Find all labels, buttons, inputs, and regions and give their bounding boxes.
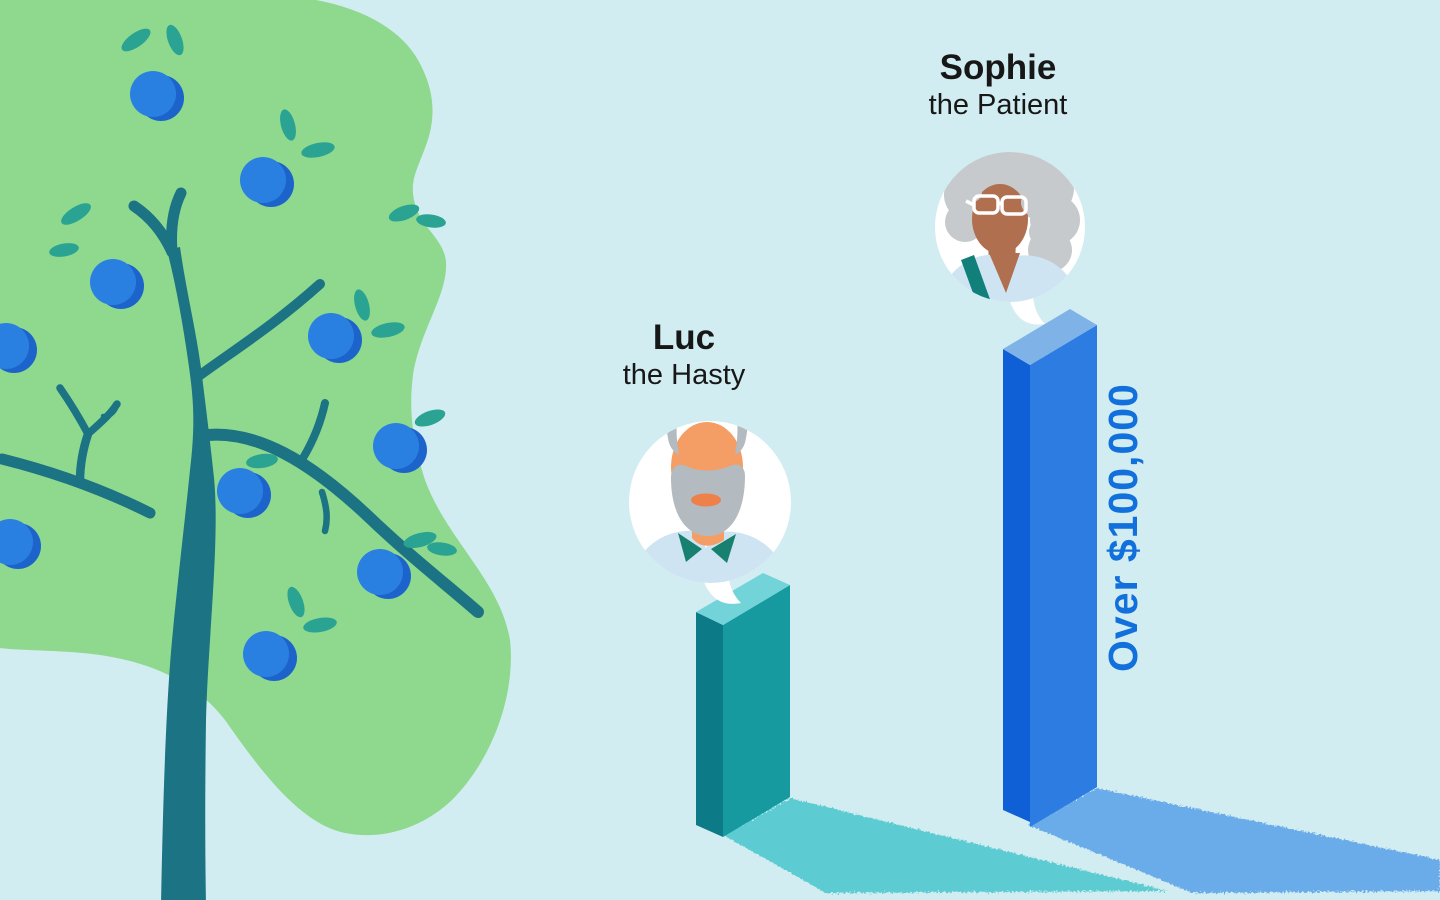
tree-trunk <box>161 247 216 900</box>
sophie-bar-value-label: Over $100,000 <box>1100 383 1146 673</box>
bar-luc-top <box>696 573 790 625</box>
fruit <box>240 157 286 203</box>
sophie-glasses <box>965 194 1028 216</box>
sophie-chest <box>989 253 1020 293</box>
leaf <box>427 542 457 556</box>
leaf <box>166 24 184 56</box>
tree-leaves <box>49 24 457 633</box>
luc-subtitle: the Hasty <box>622 359 746 391</box>
luc-collar-left <box>678 533 702 562</box>
sophie-face <box>972 184 1028 254</box>
sophie-name: Sophie <box>939 48 1057 87</box>
label-sophie: Sophie the Patient <box>878 48 1118 122</box>
sophie-hair-front-curls <box>962 154 1057 246</box>
leaf <box>121 28 151 52</box>
label-luc: Luc the Hasty <box>554 318 814 392</box>
fruit <box>130 71 176 117</box>
branch-left-y-stem <box>75 429 93 486</box>
luc-collar-right <box>711 534 736 563</box>
bar-luc <box>696 573 790 837</box>
leaf <box>246 453 278 469</box>
branch-top-fork-left <box>128 200 178 258</box>
leaf <box>371 322 405 338</box>
tree-branches <box>0 187 484 618</box>
bar-sophie <box>1003 309 1097 827</box>
leaf <box>301 142 335 158</box>
tree-canopy <box>0 0 511 836</box>
fruit <box>0 323 29 369</box>
luc-mouth <box>691 493 721 507</box>
branch-right-long <box>193 428 484 618</box>
bar-luc-front <box>723 585 790 837</box>
fruit <box>357 549 403 595</box>
luc-bar-shadow <box>723 798 1168 893</box>
fruit <box>373 423 419 469</box>
branch-right-down-twig <box>318 488 330 535</box>
leaf <box>61 203 91 225</box>
leaf <box>414 409 446 427</box>
sophie-bar-shadow <box>1028 788 1440 893</box>
fruit <box>308 313 354 359</box>
bar-sophie-side <box>1003 349 1030 822</box>
fruit <box>90 259 136 305</box>
fruit <box>0 519 33 565</box>
leaf <box>280 109 296 141</box>
fruit <box>243 631 289 677</box>
tree-fruits <box>0 71 419 677</box>
bar-luc-side <box>696 612 723 837</box>
sophie-subtitle: the Patient <box>928 89 1068 121</box>
leaf <box>303 617 337 633</box>
luc-name: Luc <box>652 318 716 357</box>
fruit-tree <box>0 0 511 900</box>
leaf <box>403 531 437 549</box>
leaf <box>354 289 370 321</box>
branch-upper-right <box>191 279 325 383</box>
fruit <box>217 468 263 514</box>
branch-left-y-twig1 <box>56 384 92 438</box>
leaf <box>49 243 79 257</box>
leaf <box>388 204 420 222</box>
sophie-strap <box>961 255 991 302</box>
bar-sophie-top <box>1003 309 1097 365</box>
bar-sophie-front <box>1030 325 1097 827</box>
branch-right-up-twig <box>299 399 329 462</box>
leaf <box>416 214 446 228</box>
leaf <box>287 586 305 618</box>
branch-left-y-hook <box>100 401 120 419</box>
